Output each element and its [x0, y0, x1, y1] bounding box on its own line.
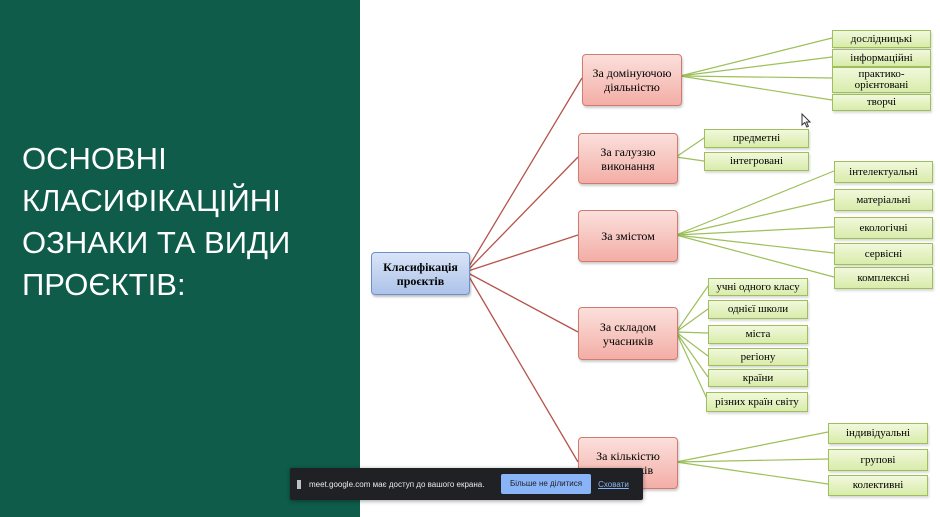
share-message: meet.google.com має доступ до вашого екр… — [309, 479, 485, 489]
leaf-item: інформаційні — [832, 49, 931, 67]
leaf-item: країни — [708, 369, 808, 387]
leaf-item: матеріальні — [834, 189, 933, 211]
leaf-item: інтелектуальні — [834, 161, 933, 183]
title-line: ПРОЄКТІВ: — [22, 267, 186, 302]
slide-title: ОСНОВНІ КЛАСИФІКАЦІЙНІ ОЗНАКИ ТА ВИДИ ПР… — [22, 138, 352, 306]
leaf-item: міста — [708, 325, 808, 344]
screen-share-bar: meet.google.com має доступ до вашого екр… — [290, 468, 643, 500]
title-line: ОЗНАКИ ТА ВИДИ — [22, 225, 291, 260]
diagram-connectors — [467, 37, 835, 485]
leaf-item: групові — [828, 449, 928, 471]
connector-root-cat2 — [467, 156, 579, 271]
mouse-cursor-icon — [801, 113, 811, 128]
root-node: Класифікація проєктів — [371, 252, 470, 295]
category-field: За галуззю виконання — [578, 133, 678, 184]
leaf-item: інтегровані — [704, 152, 809, 171]
title-line: ОСНОВНІ — [22, 141, 167, 176]
leaf-item: різних країн світу — [706, 392, 808, 412]
leaf-item: предметні — [704, 129, 809, 148]
leaf-item: учні одного класу — [708, 278, 808, 296]
leaf-item: творчі — [832, 94, 931, 111]
stop-sharing-button[interactable]: Більше не ділитися — [501, 474, 592, 494]
root-connectors — [467, 77, 583, 463]
leaf-item: практико-орієнтовані — [832, 67, 931, 93]
leaf-item: однієї школи — [708, 300, 808, 319]
leaf-connectors — [675, 37, 835, 485]
diagram-slide: Класифікація проєктів За домінуючою діял… — [360, 0, 940, 517]
connector-root-cat3 — [467, 234, 579, 272]
leaf-item: комплексні — [834, 267, 933, 289]
leaf-item: індивідуальні — [828, 423, 928, 444]
category-content: За змістом — [578, 210, 678, 262]
connector-root-cat4 — [467, 272, 579, 333]
pause-icon[interactable] — [297, 479, 301, 489]
leaf-item: дослідницькі — [832, 30, 931, 48]
title-line: КЛАСИФІКАЦІЙНІ — [22, 183, 281, 218]
leaf-item: регіону — [708, 348, 808, 366]
category-activity: За домінуючою діяльністю — [582, 54, 682, 106]
leaf-item: колективні — [828, 475, 928, 496]
leaf-item: сервісні — [834, 243, 933, 265]
leaf-item: екологічні — [834, 217, 933, 239]
category-composition: За складом учасників — [578, 307, 678, 360]
title-panel: ОСНОВНІ КЛАСИФІКАЦІЙНІ ОЗНАКИ ТА ВИДИ ПР… — [0, 0, 360, 517]
connector-root-cat5 — [467, 274, 579, 463]
hide-link[interactable]: Сховати — [598, 479, 629, 489]
connector-root-cat1 — [467, 77, 583, 269]
root-label: Класифікація проєктів — [383, 259, 458, 288]
